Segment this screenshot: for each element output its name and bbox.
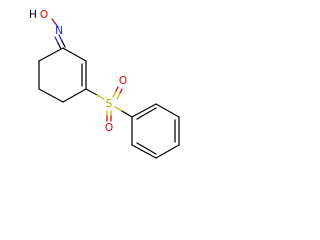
bond-ph1-ph2-double bbox=[136, 107, 157, 120]
bond-n-c1-b-black bbox=[57, 42, 62, 50]
oxime-nitrogen-label: N bbox=[55, 25, 63, 37]
bond-c1-c2 bbox=[62, 47, 87, 62]
sulfonyl-oxygen-lower-label: O bbox=[105, 122, 113, 134]
bond-o-n-red bbox=[51, 18, 56, 24]
bond-n-c1-b bbox=[54, 36, 59, 44]
bond-c3-s-black bbox=[85, 88, 98, 96]
bond-s-cph-yellow bbox=[114, 106, 123, 112]
bond-n-c1-a bbox=[58, 34, 63, 42]
bond-n-c1-a-black bbox=[61, 40, 66, 48]
bond-c4-c5 bbox=[38, 88, 64, 103]
sulfonyl-group: S O O bbox=[85, 75, 133, 134]
cyclohexene-ring bbox=[38, 47, 87, 103]
bond-c6-c1 bbox=[38, 47, 64, 62]
hydroxyl-oxygen-label: O bbox=[40, 9, 48, 21]
chemical-structure: H O N S O O bbox=[29, 9, 180, 159]
hydroxyl-hydrogen-label: H bbox=[29, 9, 37, 21]
bond-ph5-ph6-double bbox=[136, 142, 157, 155]
oxime-group: H O N bbox=[29, 9, 66, 50]
bond-ph4-ph5 bbox=[155, 144, 180, 159]
bond-s-o-upper-red-b bbox=[119, 88, 123, 94]
bond-c3-c4 bbox=[62, 88, 87, 103]
bond-ph5-ph6 bbox=[131, 144, 157, 159]
sulfur-label: S bbox=[106, 98, 113, 110]
bond-s-o-upper-b bbox=[116, 92, 121, 100]
bond-s-o-upper-a bbox=[112, 90, 117, 98]
sulfonyl-oxygen-upper-label: O bbox=[119, 75, 127, 87]
bond-s-o-upper-red-a bbox=[115, 86, 119, 92]
bond-o-n-blue bbox=[54, 22, 59, 28]
bond-s-cph-black bbox=[121, 110, 133, 118]
phenyl-ring bbox=[131, 103, 180, 159]
bond-c3-s-yellow bbox=[96, 94, 105, 100]
bond-ph1-ph2 bbox=[131, 103, 157, 118]
bond-ph2-ph3 bbox=[155, 103, 180, 118]
